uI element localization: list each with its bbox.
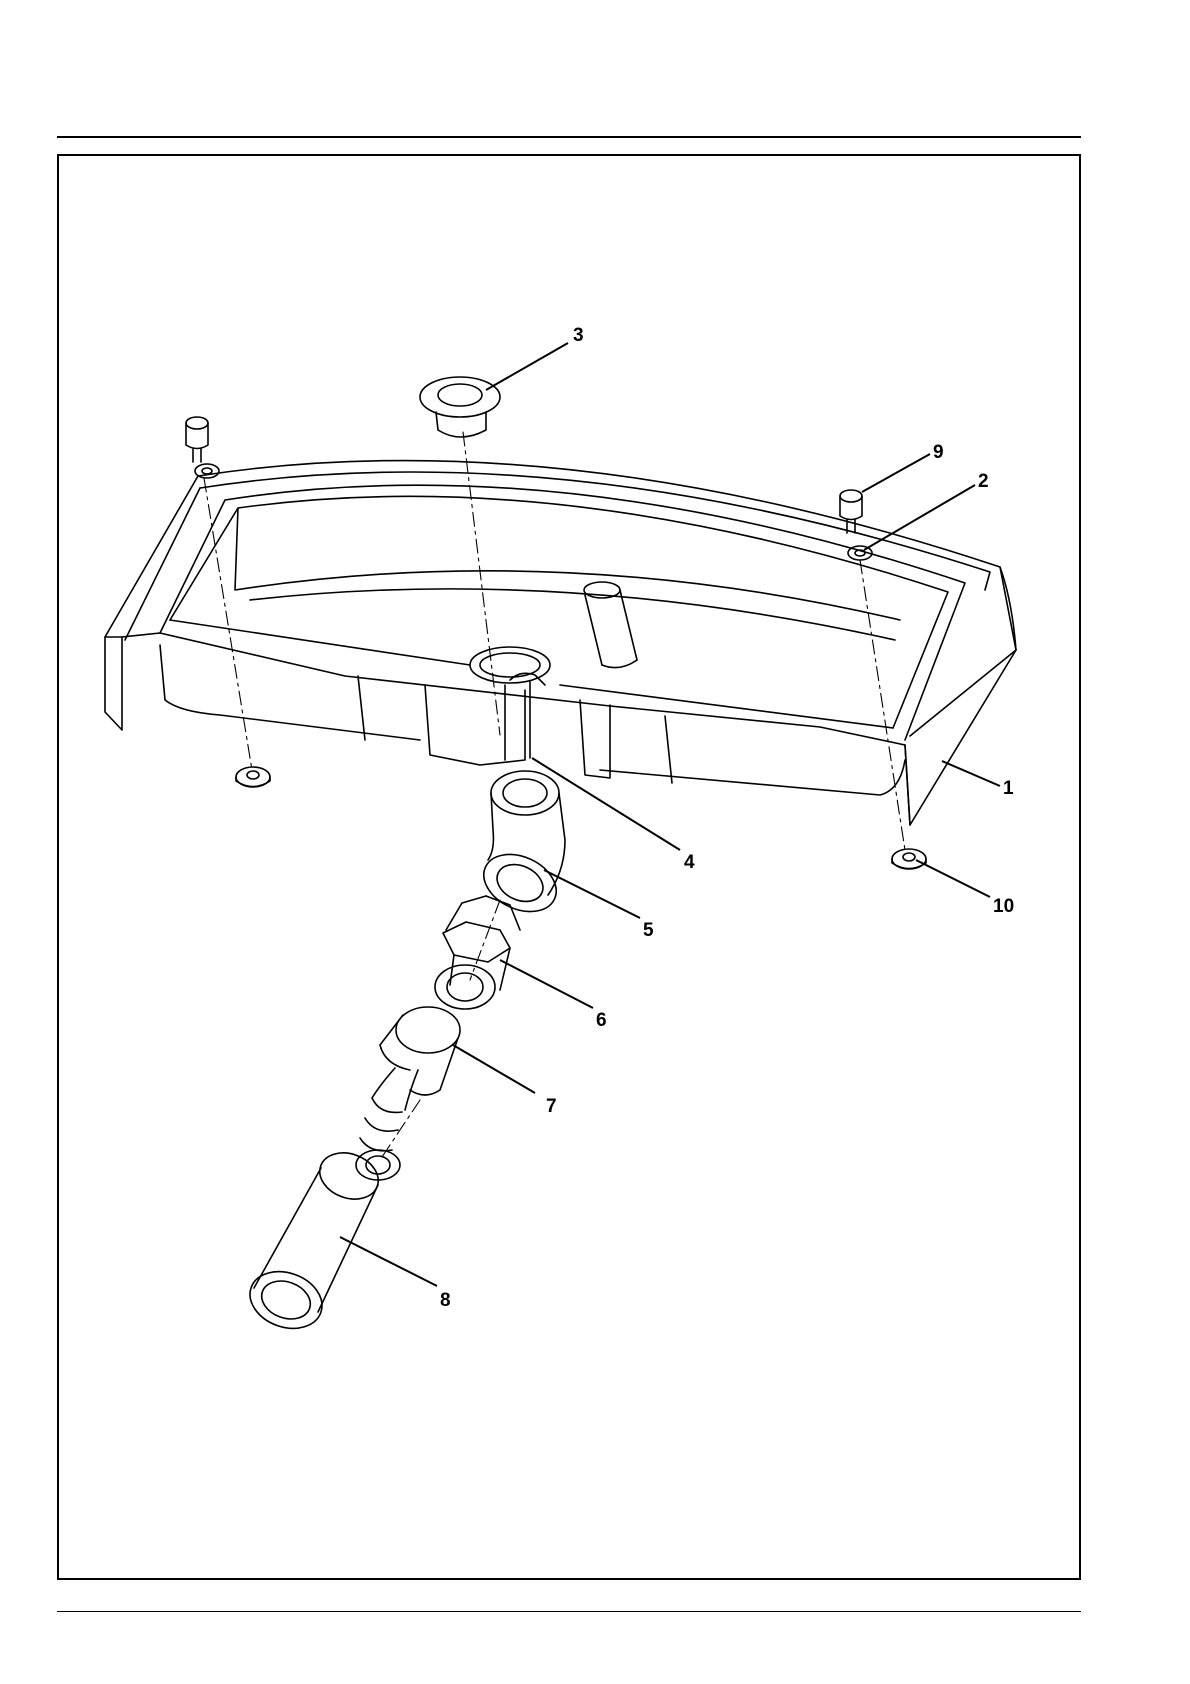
callout-1: 1	[1003, 778, 1014, 799]
callout-7: 7	[546, 1096, 557, 1117]
grommet	[420, 377, 500, 437]
leader-9	[862, 454, 930, 492]
callout-4: 4	[684, 852, 695, 873]
leader-6	[500, 960, 593, 1008]
callout-6: 6	[596, 1010, 607, 1031]
assembly-center-lines	[204, 432, 905, 1160]
washer-bottom-left	[236, 767, 270, 787]
washer-bottom-right	[892, 849, 926, 869]
callout-10: 10	[993, 896, 1014, 917]
callout-8: 8	[440, 1290, 451, 1311]
leader-8	[340, 1237, 437, 1286]
leader-1	[942, 761, 1000, 786]
hose	[242, 1145, 385, 1338]
washer-top-left	[195, 464, 219, 478]
callout-5: 5	[643, 920, 654, 941]
leader-7	[453, 1045, 535, 1093]
hex-adapter	[435, 896, 520, 1009]
leader-3	[486, 343, 568, 390]
leader-10	[916, 860, 990, 897]
screw-left	[186, 417, 208, 462]
leader-lines	[340, 343, 1000, 1286]
leader-5	[544, 870, 640, 918]
callout-2: 2	[978, 471, 989, 492]
leader-2	[864, 485, 975, 550]
hose-barb	[356, 1007, 460, 1180]
elbow-fitting	[475, 771, 566, 923]
callout-3: 3	[573, 325, 584, 346]
screw-right	[840, 490, 862, 533]
callout-9: 9	[933, 442, 944, 463]
